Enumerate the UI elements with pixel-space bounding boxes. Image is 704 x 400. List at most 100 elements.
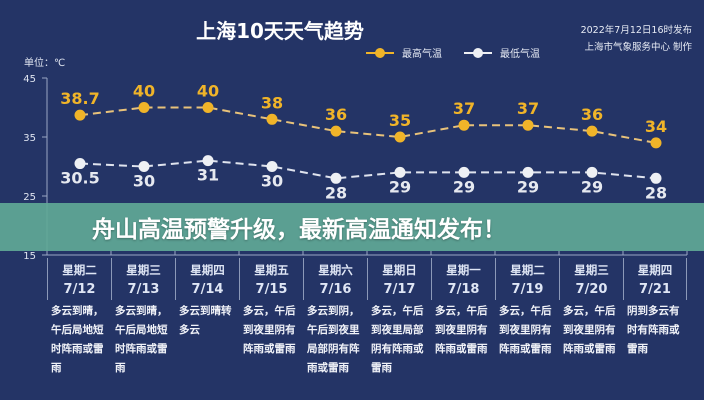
high-data-label: 35	[389, 111, 411, 130]
legend-low-marker	[464, 47, 492, 58]
date: 7/16	[319, 282, 352, 297]
low-point	[202, 155, 214, 167]
legend-high-marker	[366, 47, 394, 58]
series-line-low	[79, 159, 657, 180]
y-axis-label: 单位：℃	[24, 58, 66, 69]
day-column: 星期二 7/19 多云，午后 到夜里阴有 阵雨或雷雨	[495, 258, 559, 359]
weekday: 星期四	[637, 263, 673, 277]
high-point	[74, 109, 86, 121]
weekday: 星期一	[446, 263, 481, 277]
weekday: 星期五	[254, 263, 289, 277]
day-header: 星期二 7/12	[47, 258, 111, 300]
weather-description: 多云到阴， 午后到夜里 局部阴有阵 雨或雷雨	[307, 305, 360, 374]
high-data-label: 37	[453, 99, 475, 118]
low-point	[650, 172, 662, 184]
legend-high-label: 最高气温	[402, 49, 442, 60]
high-point	[394, 131, 406, 143]
day-header: 星期三 7/20	[559, 258, 623, 300]
date: 7/14	[191, 282, 224, 297]
weekday: 星期四	[190, 263, 225, 277]
high-point	[266, 113, 278, 125]
day-column: 星期日 7/17 多云，午后 到夜里局部 阴有阵雨或 雷雨	[367, 258, 431, 378]
low-data-label: 28	[645, 183, 667, 202]
date: 7/15	[255, 282, 288, 297]
weather-description: 多云到晴转 多云	[179, 305, 232, 336]
weekday: 星期二	[510, 263, 545, 277]
day-header: 星期一 7/18	[431, 258, 495, 300]
low-point	[266, 161, 278, 172]
date: 7/17	[383, 282, 416, 297]
high-point	[650, 137, 662, 149]
low-point	[586, 166, 598, 178]
day-column: 星期四 7/21 阴到多云有 时有阵雨或 雷雨	[623, 258, 687, 359]
high-point	[458, 119, 470, 131]
low-point	[138, 161, 150, 172]
day-column: 星期四 7/14 多云到晴转 多云	[175, 258, 239, 340]
y-tick-label: 45	[23, 74, 36, 85]
low-data-label: 30.5	[60, 169, 99, 188]
day-header: 星期四 7/21	[623, 258, 687, 300]
low-point	[74, 158, 86, 170]
low-point	[458, 166, 470, 178]
weather-description: 多云到晴， 午后局地短 时阵雨或雷 雨	[115, 305, 168, 374]
day-column: 星期六 7/16 多云到阴， 午后到夜里 局部阴有阵 雨或雷雨	[303, 258, 367, 378]
day-column: 星期三 7/13 多云到晴， 午后局地短 时阵雨或雷 雨	[111, 258, 175, 378]
y-tick-label: 25	[23, 192, 36, 203]
date: 7/19	[511, 282, 544, 297]
high-data-label: 36	[325, 105, 347, 124]
low-data-label: 31	[197, 166, 219, 185]
legend-low-label: 最低气温	[500, 49, 540, 60]
legend-low: 最低气温	[464, 45, 540, 60]
date: 7/20	[575, 282, 608, 297]
weather-description: 多云到晴， 午后局地短 时阵雨或雷 雨	[51, 305, 104, 374]
date: 7/12	[63, 282, 96, 297]
day-header: 星期三 7/13	[111, 258, 175, 300]
low-data-label: 29	[517, 177, 539, 196]
high-point	[138, 102, 150, 113]
low-data-label: 29	[389, 177, 411, 196]
high-data-label: 40	[197, 82, 219, 101]
low-point	[394, 166, 406, 178]
date: 7/13	[127, 282, 160, 297]
weekday: 星期六	[318, 263, 353, 277]
high-point	[586, 125, 598, 137]
weekday: 星期日	[382, 263, 417, 277]
low-point	[522, 166, 534, 178]
high-point	[330, 125, 342, 137]
day-header: 星期日 7/17	[367, 258, 431, 300]
high-data-label: 37	[517, 99, 539, 118]
low-data-label: 29	[453, 177, 475, 196]
weather-description: 多云，午后 到夜里阴有 阵雨或雷雨	[435, 305, 488, 355]
date: 7/21	[639, 282, 671, 297]
series-line-high	[79, 106, 657, 144]
weekday: 星期三	[574, 263, 609, 277]
publish-time: 2022年7月12日16时发布	[580, 25, 692, 36]
weather-description: 多云，午后 到夜里阴有 阵雨或雷雨	[243, 305, 296, 355]
high-data-label: 38	[261, 93, 283, 112]
low-data-label: 28	[325, 183, 347, 202]
day-column: 星期一 7/18 多云，午后 到夜里阴有 阵雨或雷雨	[431, 258, 495, 359]
weather-description: 多云，午后 到夜里阴有 阵雨或雷雨	[499, 305, 552, 355]
publish-info: 2022年7月12日16时发布 上海市气象服务中心 制作	[581, 22, 692, 56]
chart-title: 上海10天天气趋势	[196, 19, 364, 43]
headline-banner[interactable]: 舟山高温预警升级，最新高温通知发布！	[0, 203, 704, 251]
day-header: 星期六 7/16	[303, 258, 367, 300]
day-column: 星期三 7/20 多云，午后 到夜里阴有 阵雨或雷雨	[559, 258, 623, 359]
low-data-label: 30	[133, 172, 155, 191]
date: 7/18	[447, 282, 480, 297]
y-tick-label: 35	[23, 133, 36, 144]
day-column: 星期二 7/12 多云到晴， 午后局地短 时阵雨或雷 雨	[47, 258, 111, 378]
weekday: 星期二	[62, 263, 97, 277]
high-data-label: 34	[645, 117, 667, 136]
weekday: 星期三	[126, 263, 161, 277]
publisher: 上海市气象服务中心 制作	[584, 42, 692, 53]
weather-description: 多云，午后 到夜里阴有 阵雨或雷雨	[563, 305, 616, 355]
high-data-label: 36	[581, 105, 603, 124]
legend-high: 最高气温	[366, 45, 442, 60]
low-data-label: 30	[261, 172, 283, 191]
day-header: 星期五 7/15	[239, 258, 303, 300]
high-data-label: 40	[133, 82, 155, 101]
weather-description: 多云，午后 到夜里局部 阴有阵雨或 雷雨	[371, 305, 424, 374]
weather-description: 阴到多云有 时有阵雨或 雷雨	[627, 305, 680, 355]
